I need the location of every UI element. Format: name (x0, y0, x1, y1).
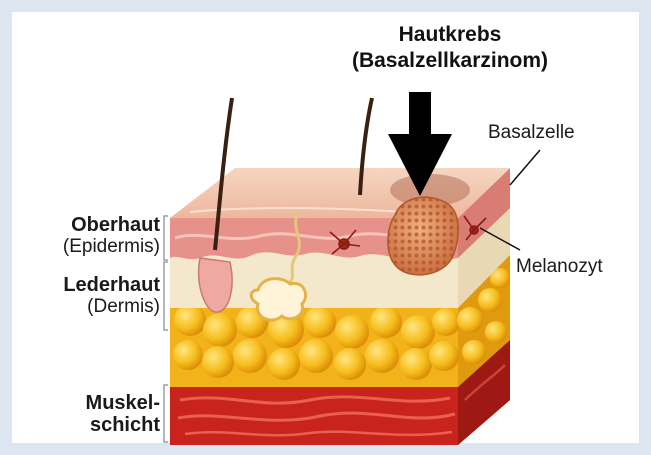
muscle-label: Muskel- schicht (20, 392, 160, 436)
basal-cell-carcinoma-tumor (388, 197, 458, 275)
muscle-line-1: Muskel- (20, 392, 160, 414)
layer-brackets (164, 216, 168, 442)
epidermis-label: Oberhaut (Epidermis) (20, 214, 160, 258)
title-line-2: (Basalzellkarzinom) (330, 48, 570, 74)
epidermis-name: Oberhaut (20, 214, 160, 236)
melanocyte-label: Melanozyt (516, 256, 603, 278)
title-line-1: Hautkrebs (330, 22, 570, 48)
epidermis-latin: (Epidermis) (20, 236, 160, 258)
dermis-name: Lederhaut (20, 274, 160, 296)
dermis-label: Lederhaut (Dermis) (20, 274, 160, 318)
dermis-latin: (Dermis) (20, 296, 160, 318)
diagram-title: Hautkrebs (Basalzellkarzinom) (330, 22, 570, 74)
basal-cell-label: Basalzelle (488, 122, 575, 144)
muscle-line-2: schicht (20, 414, 160, 436)
